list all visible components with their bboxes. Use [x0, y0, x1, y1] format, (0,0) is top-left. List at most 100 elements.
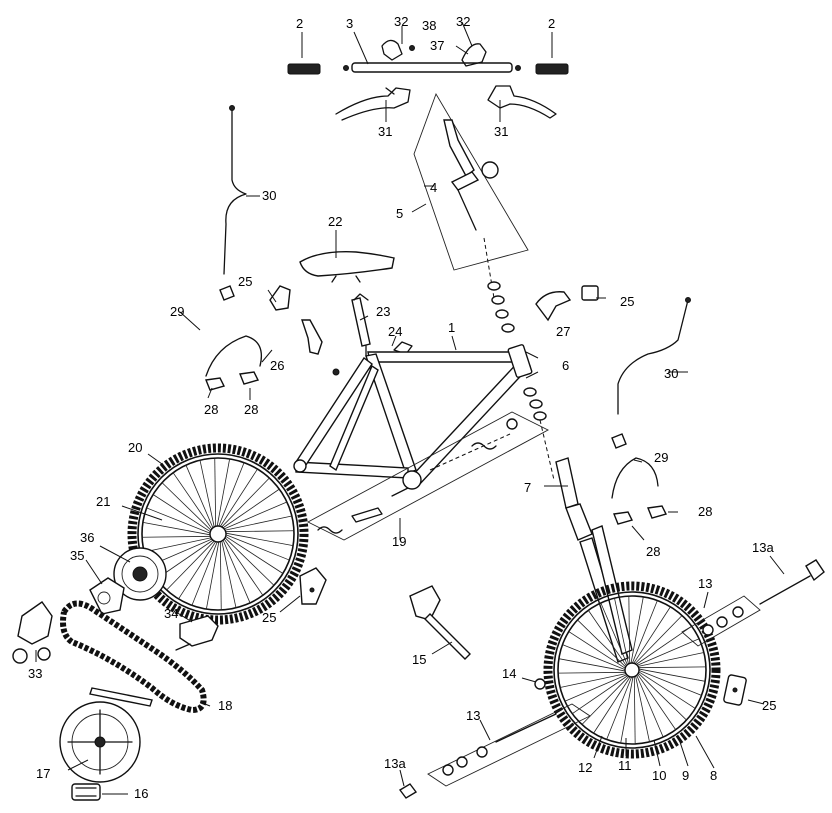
rear-brake-caliper-right	[239, 371, 260, 385]
saddle	[299, 251, 395, 277]
callout-27: 27	[556, 324, 570, 339]
front-wheel-spoke	[636, 652, 704, 668]
reflector-bracket	[535, 291, 572, 322]
front-wheel-spoke	[635, 674, 664, 738]
callout-1: 1	[448, 320, 455, 335]
callout-22: 22	[328, 214, 342, 229]
callout-33: 33	[28, 666, 42, 681]
rear-wheel-spoke	[144, 536, 214, 553]
callout-34: 34	[164, 606, 178, 621]
rear-brake-straddle	[205, 335, 263, 377]
front-wheel-spoke	[606, 675, 633, 740]
callout-11: 11	[618, 758, 632, 773]
front-wheel-spoke	[634, 674, 650, 742]
callout-6: 6	[562, 358, 569, 373]
rear-wheel-spoke	[172, 472, 214, 531]
front-wheel-spoke	[631, 600, 658, 665]
rear-wheel-spoke	[161, 482, 213, 532]
front-wheel-spoke	[637, 666, 706, 669]
front-brake-caliper-left	[613, 511, 634, 525]
front-wheel-spoke	[637, 672, 687, 721]
callout-30-rear: 30	[262, 188, 276, 203]
front-wheel-spoke	[634, 615, 683, 665]
callout-3: 3	[346, 16, 353, 31]
handlebar-assembly	[287, 39, 569, 75]
callout-31-left: 31	[378, 124, 392, 139]
rear-wheel-spoke	[223, 532, 294, 547]
callout-7: 7	[524, 480, 531, 495]
front-wheel-spoke	[637, 668, 706, 682]
rear-wheel-spoke	[223, 533, 290, 561]
callout-4: 4	[430, 180, 437, 195]
callout-2-right: 2	[548, 16, 555, 31]
callout-28-c: 28	[698, 504, 712, 519]
freewheel	[113, 547, 167, 601]
fork	[555, 457, 633, 663]
front-wheel-spoke	[628, 596, 631, 665]
callout-19: 19	[392, 534, 406, 549]
callout-9: 9	[682, 768, 689, 783]
callout-2-left: 2	[296, 16, 303, 31]
callout-25-rear: 25	[262, 610, 276, 625]
front-wheel-spoke	[636, 638, 700, 667]
rear-wheel-spoke	[142, 535, 213, 538]
front-wheel-spoke	[558, 671, 627, 674]
stem-part	[443, 119, 475, 178]
callout-20: 20	[128, 440, 142, 455]
rear-brake-cable	[223, 109, 247, 275]
brake-lever-right	[487, 85, 557, 119]
front-hub-kit-right	[681, 595, 761, 647]
front-wheel-spoke	[632, 606, 671, 665]
front-wheel-spoke	[568, 631, 627, 670]
headset-stack	[487, 281, 555, 481]
rear-wheel-spoke	[223, 536, 275, 586]
rear-wheel-spoke	[199, 460, 216, 530]
front-brake-straddle	[611, 457, 659, 499]
front-derailleur	[175, 615, 219, 651]
callout-25-front: 25	[762, 698, 776, 713]
rear-wheel-spoke	[142, 521, 213, 536]
front-brake-cable	[617, 299, 689, 415]
front-wheel-spoke	[636, 673, 677, 730]
callout-13-right: 13	[698, 576, 712, 591]
front-brake-caliper-right	[647, 505, 668, 519]
callout-13a-right: 13a	[752, 540, 774, 555]
front-wheel-spoke	[558, 658, 627, 672]
reflector-rear	[299, 567, 327, 605]
shift-lever-left	[381, 39, 403, 61]
callout-36: 36	[80, 530, 94, 545]
front-wheel-spoke	[587, 610, 628, 667]
rear-wheel-spoke	[185, 464, 215, 530]
chainring-guard	[59, 701, 141, 783]
rear-wheel-spoke	[214, 458, 217, 529]
front-wheel-spoke	[577, 619, 627, 668]
handlebar-bar	[351, 62, 513, 73]
rear-wheel-spoke	[219, 539, 222, 610]
callout-8: 8	[710, 768, 717, 783]
quick-release-nut	[398, 783, 418, 799]
rear-derailleur	[89, 577, 125, 615]
callout-15: 15	[412, 652, 426, 667]
front-wheel-spoke	[630, 596, 644, 665]
callout-21: 21	[96, 494, 110, 509]
callout-25-seat: 25	[238, 274, 252, 289]
callout-32-right: 32	[456, 14, 470, 29]
rear-wheel-spoke	[205, 539, 220, 610]
rear-wheel-spoke	[218, 468, 258, 529]
reflector-front	[723, 674, 747, 706]
callout-18: 18	[218, 698, 232, 713]
front-wheel-spoke	[600, 602, 629, 666]
reflector-headset	[581, 285, 599, 301]
front-wheel-spoke	[593, 675, 632, 734]
rear-wheel-spoke	[146, 507, 213, 535]
front-wheel-spoke	[560, 672, 628, 688]
shift-lever-right	[461, 43, 487, 67]
rear-wheel-spoke	[223, 530, 294, 533]
front-wheel-spoke	[620, 675, 634, 744]
callout-28-b: 28	[244, 402, 258, 417]
pedal	[71, 783, 101, 801]
front-wheel-spoke	[564, 673, 628, 702]
stem-panel	[413, 92, 529, 299]
rear-wheel-spoke	[220, 477, 270, 529]
rear-wheel-spoke	[222, 515, 292, 532]
